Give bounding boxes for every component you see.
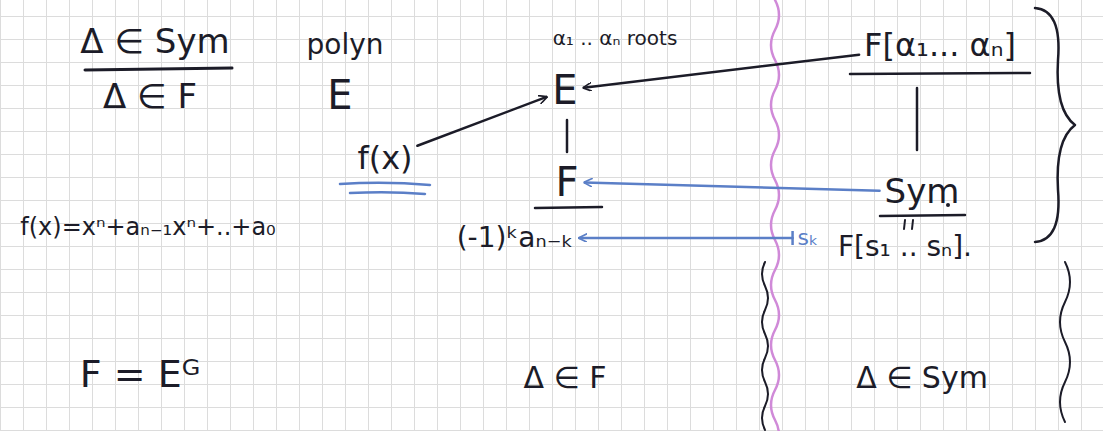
curly-brace [1035, 8, 1075, 242]
fraction-bar [85, 68, 232, 70]
arrow-connector [579, 231, 792, 245]
arrow-line [584, 182, 879, 190]
math-term: E [550, 65, 579, 115]
math-term: Sym [883, 170, 962, 213]
underline [850, 73, 1030, 74]
term-text: E [552, 67, 577, 113]
note-text: Δ ∈ Sym [78, 20, 231, 63]
math-term: F[α₁... αₙ] [862, 25, 1018, 66]
note-text: Δ ∈ F [101, 75, 199, 118]
term-text: Sym [885, 171, 960, 211]
underline [535, 207, 602, 208]
term-text: (-1)ᵏaₙ₋ₖ [457, 221, 574, 254]
arrow-line [417, 97, 546, 146]
blue-underline [340, 183, 430, 194]
term-text: F [555, 159, 578, 205]
term-text: F[α₁... αₙ] [864, 26, 1016, 64]
note-text: polyn [305, 27, 386, 63]
underline [880, 215, 965, 216]
note-text: Δ ∈ F [522, 359, 609, 398]
term-text: sₖ [798, 225, 819, 250]
math-term: f(x) [355, 138, 414, 179]
extension-line [916, 88, 919, 150]
math-term: (-1)ᵏaₙ₋ₖ [455, 220, 576, 256]
arrow-line [579, 237, 792, 240]
note-text: F[s₁ .. sₙ]. [836, 229, 974, 265]
math-term: sₖ [796, 223, 821, 252]
note-text: F = Eᴳ [78, 351, 202, 399]
wavy-divider [762, 262, 768, 430]
mapsto-tail [791, 231, 794, 245]
note-text: Δ ∈ Sym [854, 359, 990, 398]
extension-line [566, 120, 569, 152]
arrow-line [584, 55, 859, 88]
arrow-connector [584, 55, 859, 88]
note-text: f(x)=xⁿ+aₙ₋₁xⁿ+..+a₀ [18, 212, 278, 244]
arrow-connector [584, 182, 879, 190]
note-text: α₁ .. αₙ roots [551, 25, 680, 52]
wavy-brace [1060, 262, 1070, 422]
term-text: f(x) [357, 139, 412, 177]
equals-mark [904, 220, 913, 229]
note-text: E [325, 70, 354, 120]
arrow-connector [417, 97, 546, 146]
math-term: F [553, 157, 580, 207]
